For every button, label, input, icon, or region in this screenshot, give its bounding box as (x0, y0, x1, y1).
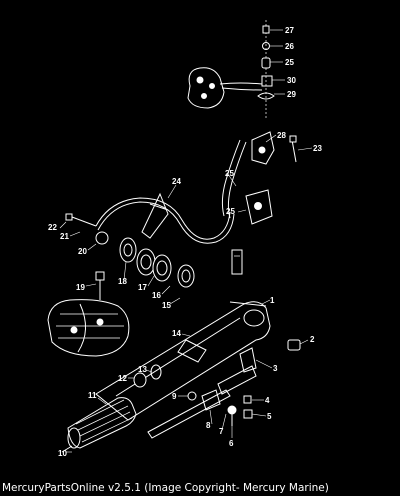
image-copyright-caption: MercuryPartsOnline v2.5.1 (Image Copyrig… (2, 482, 329, 494)
callout-17: 17 (138, 283, 147, 292)
cutaway-housing (47, 299, 130, 357)
callout-26: 25 (285, 58, 294, 67)
callout-21: 21 (60, 232, 69, 241)
top-hardware-stack (257, 20, 275, 120)
callout-6: 6 (229, 439, 234, 448)
callout-2: 2 (310, 335, 315, 344)
small-hardware (187, 339, 301, 426)
callout-8: 8 (206, 421, 211, 430)
callout-28: 27 (285, 26, 294, 35)
callout-29: 28 (277, 131, 286, 140)
callout-3: 3 (273, 364, 278, 373)
shift-rod (147, 365, 257, 439)
callout-16: 16 (152, 291, 161, 300)
callout-15: 15 (162, 301, 171, 310)
callout-14: 14 (172, 329, 181, 338)
callout-7: 7 (219, 427, 224, 436)
callout-19: 19 (76, 283, 85, 292)
callout-18: 18 (118, 277, 127, 286)
callout-24: 24 (172, 177, 181, 186)
callout-30: 29 (287, 90, 296, 99)
callout-1: 1 (270, 296, 275, 305)
switch-assembly (187, 67, 263, 109)
callout-5: 5 (267, 412, 272, 421)
control-post (231, 249, 243, 275)
callout-20: 20 (78, 247, 87, 256)
shift-bracket (221, 131, 297, 225)
callout-23: 23 (313, 144, 322, 153)
callout-4: 4 (265, 396, 270, 405)
left-fasteners (65, 213, 109, 300)
callout-13: 13 (138, 365, 147, 374)
callout-9: 9 (172, 392, 177, 401)
callout-12: 12 (118, 374, 127, 383)
callout-27: 26 (285, 42, 294, 51)
callout-labels: 27 26 25 30 29 28 23 24 25 25 1 2 3 4 5 … (48, 26, 322, 458)
callout-25-lower: 25 (226, 207, 235, 216)
callout-25-upper: 25 (225, 169, 234, 178)
callout-10: 10 (58, 449, 67, 458)
throttle-cable (95, 192, 235, 244)
leader-lines (59, 29, 313, 453)
seal-rings (119, 237, 195, 288)
callout-22: 22 (48, 223, 57, 232)
throttle-grip (61, 364, 162, 453)
callout-11: 11 (88, 391, 97, 400)
exploded-parts-diagram: 27 26 25 30 29 28 23 24 25 25 1 2 3 4 5 … (47, 20, 322, 458)
callout-31: 30 (287, 76, 296, 85)
